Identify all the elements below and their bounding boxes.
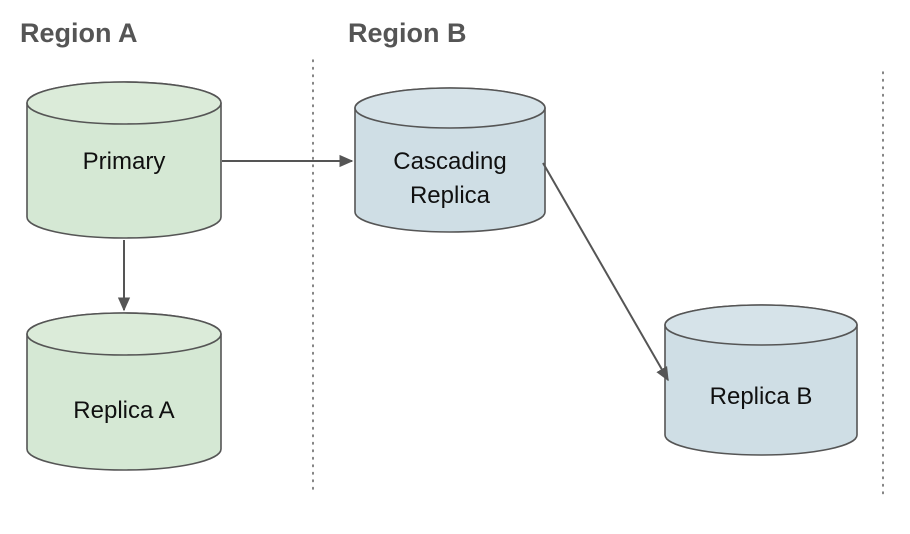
node-replica-b[interactable]: Replica B [664, 304, 858, 456]
node-primary[interactable]: Primary [26, 81, 222, 239]
primary-cylinder-top [26, 81, 222, 125]
replica-a-cylinder-top [26, 312, 222, 356]
node-cascading-replica[interactable]: Cascading Replica [354, 87, 546, 233]
cascading-replica-label-line2: Replica [410, 182, 491, 209]
region-a-title: Region A [20, 18, 138, 48]
replica-b-cylinder-top [664, 304, 858, 346]
cascading-replica-cylinder-top [354, 87, 546, 129]
replica-b-label: Replica B [710, 383, 813, 410]
replica-a-label: Replica A [73, 397, 174, 424]
cascading-replica-label-line1: Cascading [393, 148, 506, 175]
region-b-title: Region B [348, 18, 467, 48]
primary-label: Primary [83, 148, 166, 175]
node-replica-a[interactable]: Replica A [26, 312, 222, 471]
edge-cascading-replica-to-replica-b[interactable] [542, 162, 669, 382]
